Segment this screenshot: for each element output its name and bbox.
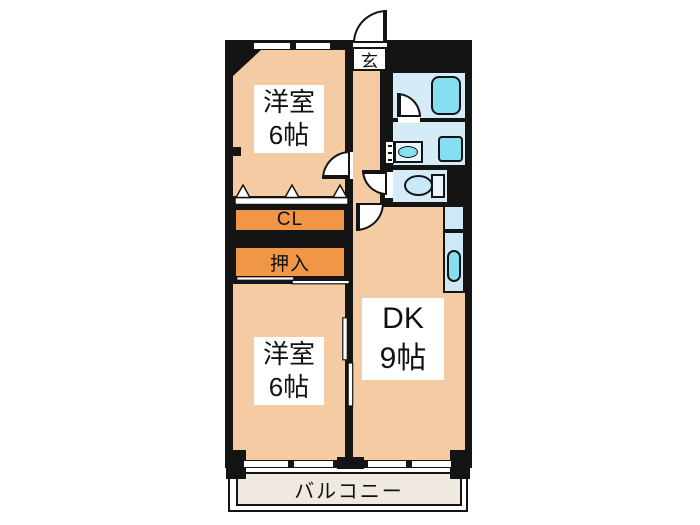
- closet-folding-door-icon: [234, 183, 349, 206]
- doorway-toilet: [385, 172, 393, 198]
- closet-cl: CL: [233, 207, 347, 233]
- room-dk-size: 9帖: [379, 342, 427, 375]
- toilet-icon: [404, 175, 433, 196]
- entrance-threshold: [353, 41, 387, 49]
- window-top-pane-right: [295, 42, 331, 50]
- room-dk-label: DK 9帖: [362, 298, 444, 380]
- room-west-top-label: 洋室 6帖: [254, 85, 324, 153]
- room-dk-name: DK: [382, 302, 424, 335]
- entrance-label: 玄: [361, 51, 378, 71]
- bathtub-icon: [431, 76, 461, 115]
- room-west-bottom-label: 洋室 6帖: [254, 337, 324, 405]
- washroom-folding-door-icon: [385, 141, 394, 164]
- room-dk-sliding-door-icon: [342, 317, 354, 407]
- closet-oshiire-label: 押入: [269, 253, 310, 275]
- doorway-bathroom: [398, 117, 420, 123]
- toilet-tank: [431, 174, 445, 198]
- oshiire-sliding-door-icon: [236, 276, 350, 285]
- kitchen-sink-icon: [447, 250, 461, 282]
- washbasin-icon: [398, 146, 418, 158]
- pillar-bottom-right: [450, 450, 470, 479]
- window-bottom-right-pane2: [411, 460, 452, 468]
- room-west-top-size: 6帖: [268, 120, 310, 150]
- kitchen-counter-upper: [443, 205, 465, 231]
- room-west-top-name: 洋室: [262, 87, 315, 117]
- balcony-label: バルコニー: [294, 480, 404, 503]
- window-bottom-left-pane1: [243, 460, 289, 468]
- closet-oshiire: 押入: [233, 245, 347, 279]
- window-top-pane-left: [253, 42, 291, 50]
- washbasin-unit: [394, 141, 423, 163]
- washing-machine-icon: [438, 136, 463, 162]
- window-bottom-right-pane1: [367, 460, 407, 468]
- balcony: バルコニー: [236, 472, 462, 506]
- entrance-door-arc-icon: [353, 10, 387, 43]
- room-west-bottom-size: 6帖: [268, 372, 310, 402]
- wall-notch: [233, 147, 241, 156]
- closet-cl-label: CL: [276, 209, 304, 230]
- wall-stub-center: [337, 457, 364, 469]
- window-bottom-left-pane2: [293, 460, 334, 468]
- entrance-genkan-box: 玄: [352, 47, 387, 71]
- pillar-bottom-left: [226, 450, 246, 479]
- room-west-bottom-name: 洋室: [262, 339, 315, 369]
